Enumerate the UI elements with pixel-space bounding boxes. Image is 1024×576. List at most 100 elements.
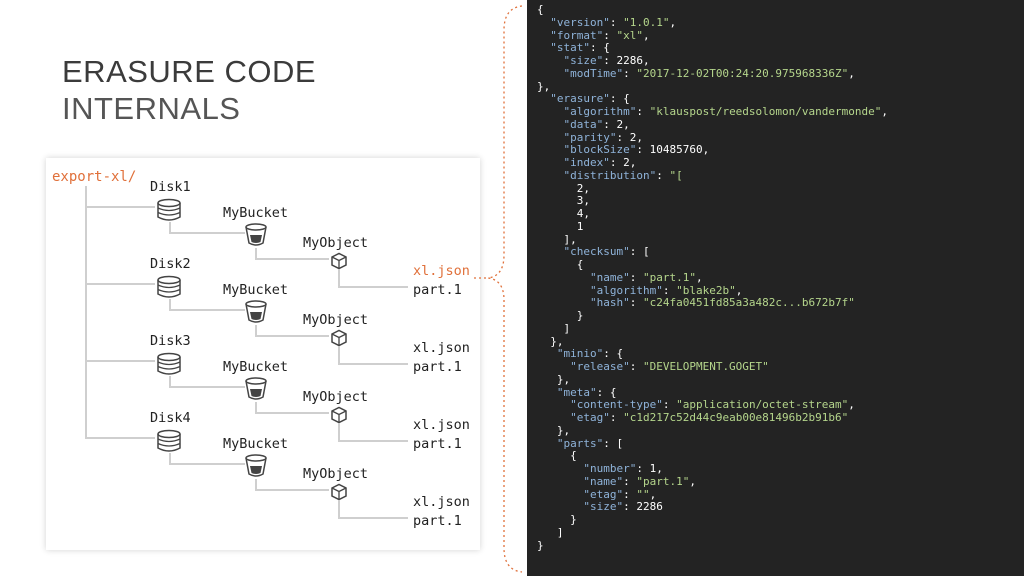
json-token: :: [603, 54, 617, 67]
object-label: MyObject: [303, 312, 369, 328]
json-token: ,: [848, 66, 855, 80]
json-token: :: [629, 270, 643, 284]
json-token: "blockSize": [537, 143, 637, 157]
object-label: MyObject: [303, 235, 369, 251]
database-icon: [156, 429, 182, 458]
bucket-label: MyBucket: [223, 205, 289, 221]
part-file: part.1: [413, 436, 462, 452]
disk-label: Disk4: [150, 410, 191, 426]
json-token: : {: [589, 41, 610, 55]
object-connector-line: [255, 335, 329, 337]
json-token: 2: [629, 130, 637, 144]
json-token: :: [662, 283, 677, 297]
json-token: ,: [636, 130, 643, 144]
json-token: 2: [623, 156, 630, 169]
disk-label: Disk1: [150, 179, 191, 195]
bucket-label: MyBucket: [223, 436, 289, 452]
json-token: ,: [735, 283, 743, 297]
json-token: :: [609, 411, 624, 424]
json-token: "data": [537, 117, 604, 131]
json-token: "etag": [537, 411, 610, 424]
bucket-connector-line: [169, 309, 245, 311]
json-token: :: [603, 117, 617, 131]
object-connector-line: [255, 489, 329, 491]
json-token: "index": [537, 156, 610, 169]
json-token: "parity": [537, 130, 617, 144]
json-token: "part.1": [642, 270, 696, 284]
file-connector-line: [338, 517, 408, 519]
json-token: "meta": [537, 385, 597, 399]
json-token: "number": [537, 462, 637, 475]
json-token: "1.0.1": [623, 15, 670, 29]
json-token: "algorithm": [537, 105, 637, 118]
json-token: "size": [537, 500, 624, 514]
json-token: "content-type": [537, 398, 663, 412]
object-connector-line: [255, 248, 257, 259]
json-token: :: [623, 66, 637, 80]
json-token: ,: [642, 54, 650, 67]
json-token: "checksum": [537, 245, 630, 259]
disk-connector-line: [85, 283, 155, 285]
json-token: }: [537, 309, 584, 322]
json-token: "c24fa0451fd85a3a482c...b672b7f": [642, 296, 855, 310]
json-token: 2,: [537, 181, 590, 195]
json-token: "erasure": [537, 92, 610, 106]
json-token: ,: [649, 487, 657, 501]
json-token: ,: [642, 28, 650, 42]
json-token: },: [537, 372, 571, 386]
json-token: "version": [537, 15, 610, 29]
json-token: 2286: [616, 54, 643, 67]
database-icon: [156, 352, 182, 381]
file-connector-line: [338, 363, 408, 365]
cube-icon: [329, 251, 349, 276]
json-token: },: [537, 79, 551, 93]
database-icon: [156, 275, 182, 304]
bucket-connector-line: [169, 463, 245, 465]
bucket-icon: [244, 222, 268, 253]
json-token: :: [623, 487, 637, 501]
disk-label: Disk3: [150, 333, 191, 349]
json-token: 2: [616, 117, 624, 131]
disk-connector-line: [85, 206, 155, 208]
xl-json-file: xl.json: [413, 340, 470, 356]
part-file: part.1: [413, 359, 462, 375]
json-token: :: [629, 296, 643, 310]
json-token: "hash": [537, 296, 630, 310]
bucket-connector-line: [169, 232, 245, 234]
json-token: : {: [603, 347, 624, 361]
file-connector-line: [338, 286, 408, 288]
file-connector-line: [338, 346, 340, 364]
json-token: }: [537, 513, 577, 526]
json-token: "application/octet-stream": [676, 398, 849, 412]
bucket-connector-line: [169, 299, 171, 310]
json-token: "format": [537, 28, 604, 42]
bucket-icon: [244, 453, 268, 484]
json-token: ,: [848, 398, 855, 412]
json-token: },: [537, 334, 564, 348]
json-token: 3,: [537, 194, 590, 208]
xl-json-content: { "version": "1.0.1", "format": "xl", "s…: [537, 3, 888, 552]
json-token: ,: [629, 156, 637, 169]
object-label: MyObject: [303, 466, 369, 482]
json-token: "xl": [616, 28, 643, 42]
disk-connector-line: [85, 360, 155, 362]
xl-json-file: xl.json: [413, 494, 470, 510]
json-token: "stat": [537, 41, 590, 55]
json-token: : [: [629, 245, 650, 259]
json-token: :: [623, 474, 637, 488]
root-folder-label: export-xl/: [52, 169, 137, 185]
json-token: :: [636, 462, 650, 475]
bucket-label: MyBucket: [223, 282, 289, 298]
json-token: },: [537, 423, 571, 437]
json-token: ],: [537, 232, 577, 246]
disk-label: Disk2: [150, 256, 191, 272]
part-file: part.1: [413, 513, 462, 529]
json-token: :: [662, 398, 677, 412]
bucket-icon: [244, 299, 268, 330]
bucket-connector-line: [169, 386, 245, 388]
bucket-connector-line: [169, 453, 171, 464]
json-token: ,: [702, 143, 710, 157]
json-token: "part.1": [636, 474, 690, 488]
object-connector-line: [255, 402, 257, 413]
